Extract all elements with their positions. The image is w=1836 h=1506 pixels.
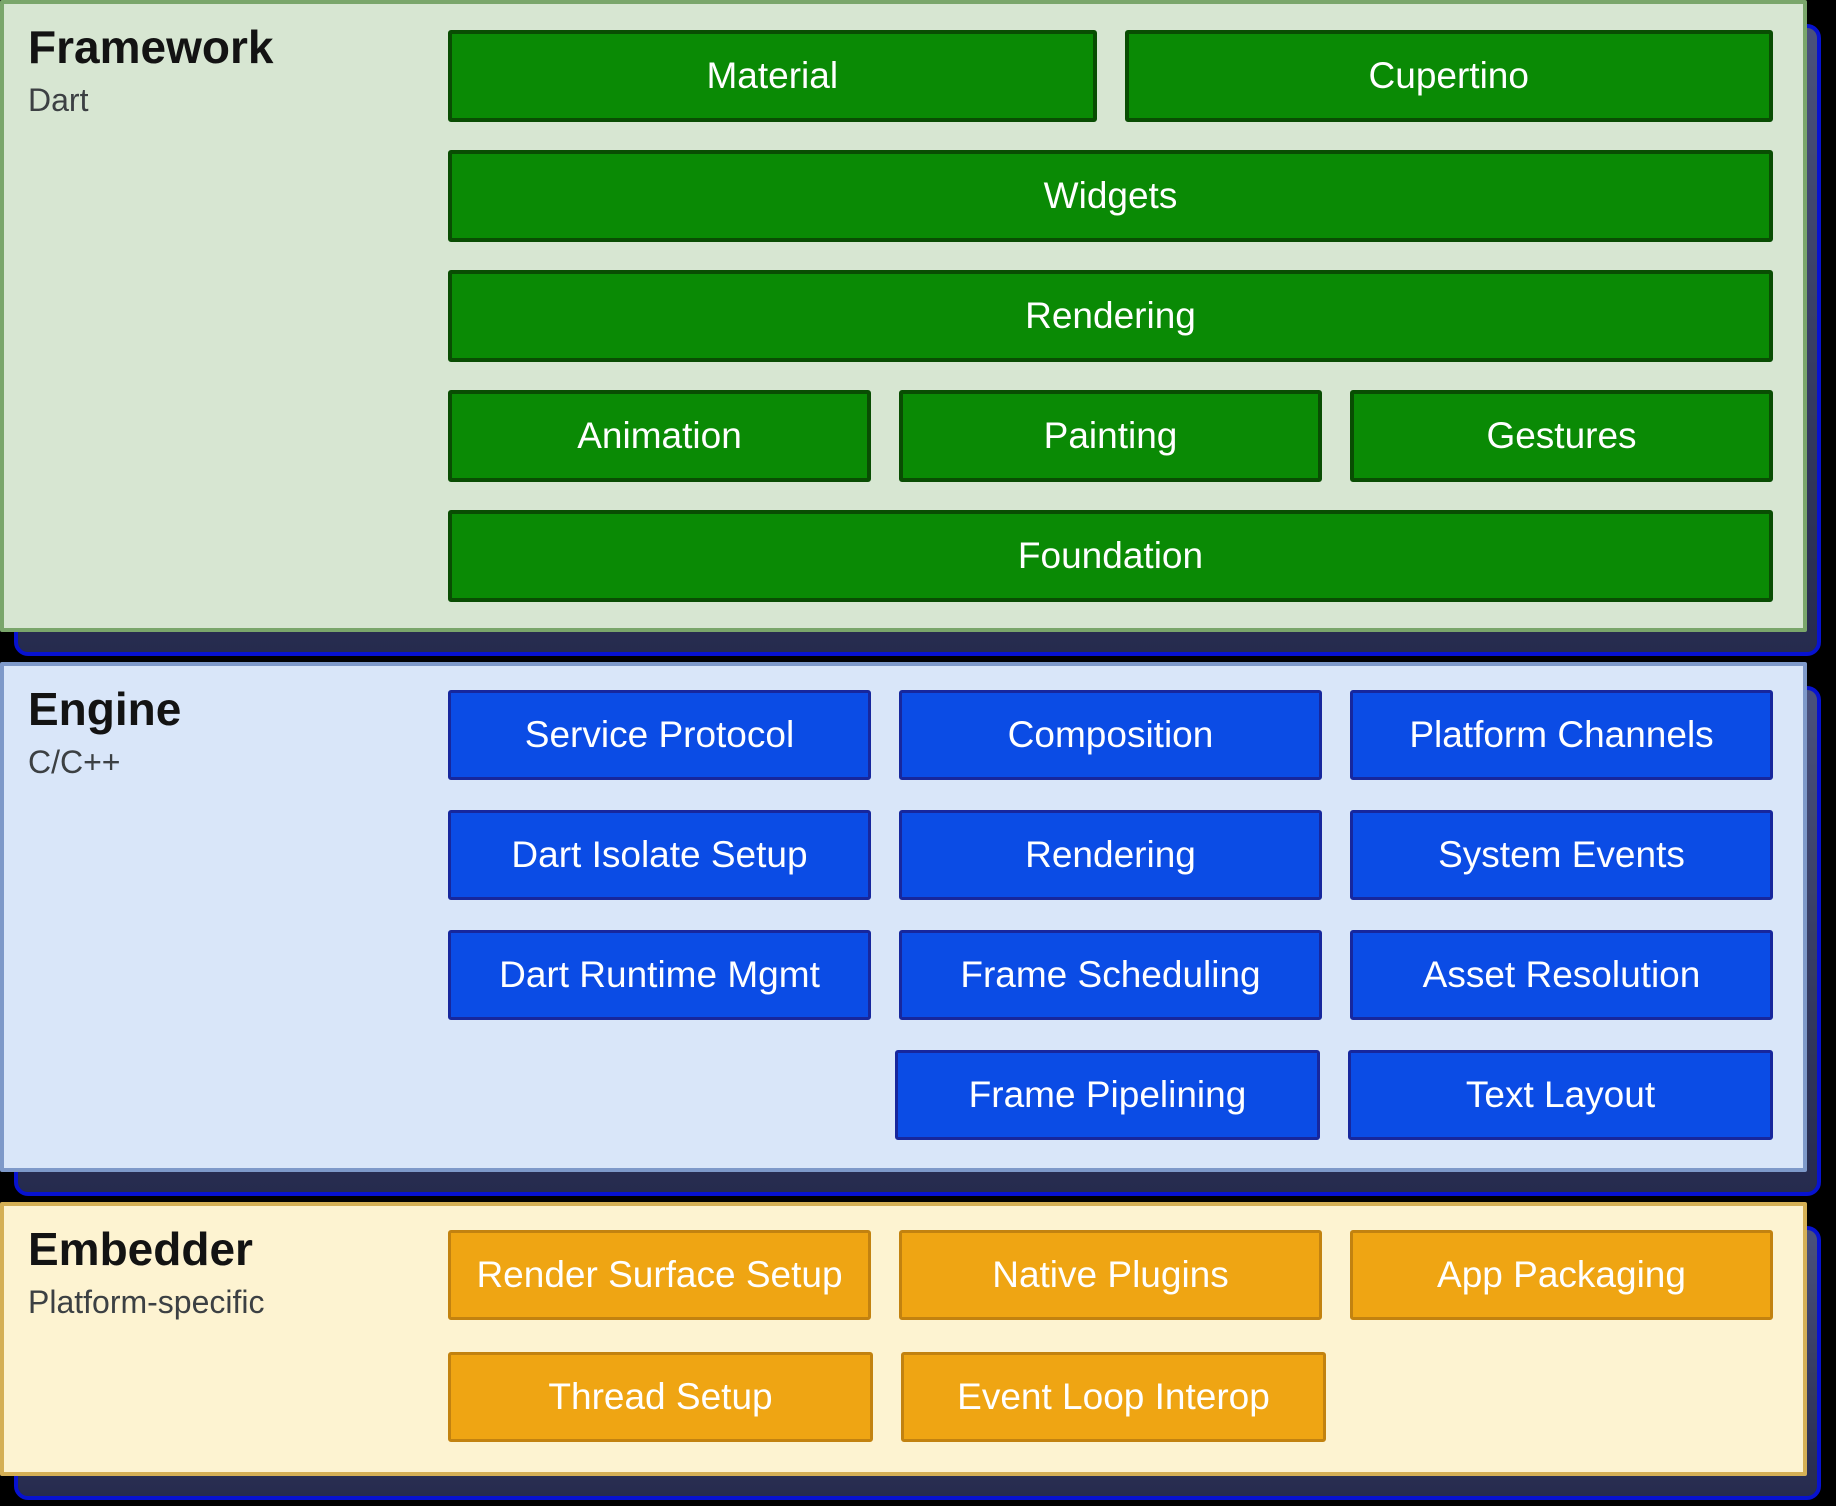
rendering-box: Rendering xyxy=(899,810,1322,900)
system-events-box: System Events xyxy=(1350,810,1773,900)
widgets-box: Widgets xyxy=(448,150,1773,242)
engine-row-1: Service Protocol Composition Platform Chan… xyxy=(448,690,1773,780)
event-loop-interop-box-label: Event Loop Interop xyxy=(957,1376,1270,1417)
framework-row-5: Foundation xyxy=(448,510,1773,602)
framework-row-4: Animation Painting Gestures xyxy=(448,390,1773,482)
rendering-box: Rendering xyxy=(448,270,1773,362)
frame-pipelining-box: Frame Pipelining xyxy=(895,1050,1320,1140)
embedder-row-1: Render Surface Setup Native Plugins App Pa… xyxy=(448,1230,1773,1320)
service-protocol-box: Service Protocol xyxy=(448,690,871,780)
dart-runtime-mgmt-box: Dart Runtime Mgmt xyxy=(448,930,871,1020)
frame-scheduling-box-label: Frame Scheduling xyxy=(960,954,1261,995)
thread-setup-box-label: Thread Setup xyxy=(548,1376,773,1417)
engine-title: Engine xyxy=(28,683,182,735)
rendering-box-label: Rendering xyxy=(1025,834,1196,875)
framework-subtitle: Dart xyxy=(28,82,89,119)
composition-box-label: Composition xyxy=(1007,714,1214,755)
framework-row-2: Widgets xyxy=(448,150,1773,242)
painting-box: Painting xyxy=(899,390,1322,482)
widgets-box-label: Widgets xyxy=(1043,175,1178,216)
foundation-box: Foundation xyxy=(448,510,1773,602)
app-packaging-box: App Packaging xyxy=(1350,1230,1773,1320)
service-protocol-box-label: Service Protocol xyxy=(524,714,795,755)
thread-setup-box: Thread Setup xyxy=(448,1352,873,1442)
text-layout-box: Text Layout xyxy=(1348,1050,1773,1140)
event-loop-interop-box: Event Loop Interop xyxy=(901,1352,1326,1442)
composition-box: Composition xyxy=(899,690,1322,780)
embedder-boxes-grid: Render Surface Setup Native Plugins App Pa… xyxy=(448,1230,1773,1442)
embedder-row-2: Thread Setup Event Loop Interop xyxy=(448,1352,1773,1442)
render-surface-setup-box-label: Render Surface Setup xyxy=(476,1254,843,1295)
engine-subtitle: C/C++ xyxy=(28,744,121,781)
material-box: Material xyxy=(448,30,1097,122)
text-layout-box-label: Text Layout xyxy=(1465,1074,1656,1115)
gestures-box-label: Gestures xyxy=(1486,415,1637,456)
framework-row-1: Material Cupertino xyxy=(448,30,1773,122)
dart-runtime-mgmt-box-label: Dart Runtime Mgmt xyxy=(499,954,820,995)
native-plugins-box-label: Native Plugins xyxy=(992,1254,1229,1295)
system-events-box-label: System Events xyxy=(1438,834,1685,875)
frame-pipelining-box-label: Frame Pipelining xyxy=(968,1074,1247,1115)
native-plugins-box: Native Plugins xyxy=(899,1230,1322,1320)
cupertino-box: Cupertino xyxy=(1124,30,1773,122)
engine-row-3: Dart Runtime Mgmt Frame Scheduling Asset R… xyxy=(448,930,1773,1020)
app-packaging-box-label: App Packaging xyxy=(1437,1254,1686,1295)
embedder-subtitle: Platform-specific xyxy=(28,1284,265,1321)
frame-scheduling-box: Frame Scheduling xyxy=(899,930,1322,1020)
gestures-box: Gestures xyxy=(1350,390,1773,482)
framework-row-3: Rendering xyxy=(448,270,1773,362)
material-box-label: Material xyxy=(706,55,839,96)
foundation-box-label: Foundation xyxy=(1017,535,1204,576)
asset-resolution-box: Asset Resolution xyxy=(1350,930,1773,1020)
painting-box-label: Painting xyxy=(1043,415,1178,456)
embedder-title: Embedder xyxy=(28,1223,253,1275)
animation-box-label: Animation xyxy=(577,415,742,456)
asset-resolution-box-label: Asset Resolution xyxy=(1422,954,1701,995)
engine-row-4: Frame Pipelining Text Layout xyxy=(448,1050,1773,1140)
dart-isolate-setup-box-label: Dart Isolate Setup xyxy=(511,834,808,875)
engine-boxes-grid: Service Protocol Composition Platform Chan… xyxy=(448,690,1773,1140)
cupertino-box-label: Cupertino xyxy=(1368,55,1529,96)
animation-box: Animation xyxy=(448,390,871,482)
engine-row-2: Dart Isolate Setup Rendering System Events xyxy=(448,810,1773,900)
dart-isolate-setup-box: Dart Isolate Setup xyxy=(448,810,871,900)
platform-channels-box-label: Platform Channels xyxy=(1409,714,1714,755)
render-surface-setup-box: Render Surface Setup xyxy=(448,1230,871,1320)
framework-title: Framework xyxy=(28,21,274,73)
platform-channels-box: Platform Channels xyxy=(1350,690,1773,780)
rendering-box-label: Rendering xyxy=(1025,295,1196,336)
